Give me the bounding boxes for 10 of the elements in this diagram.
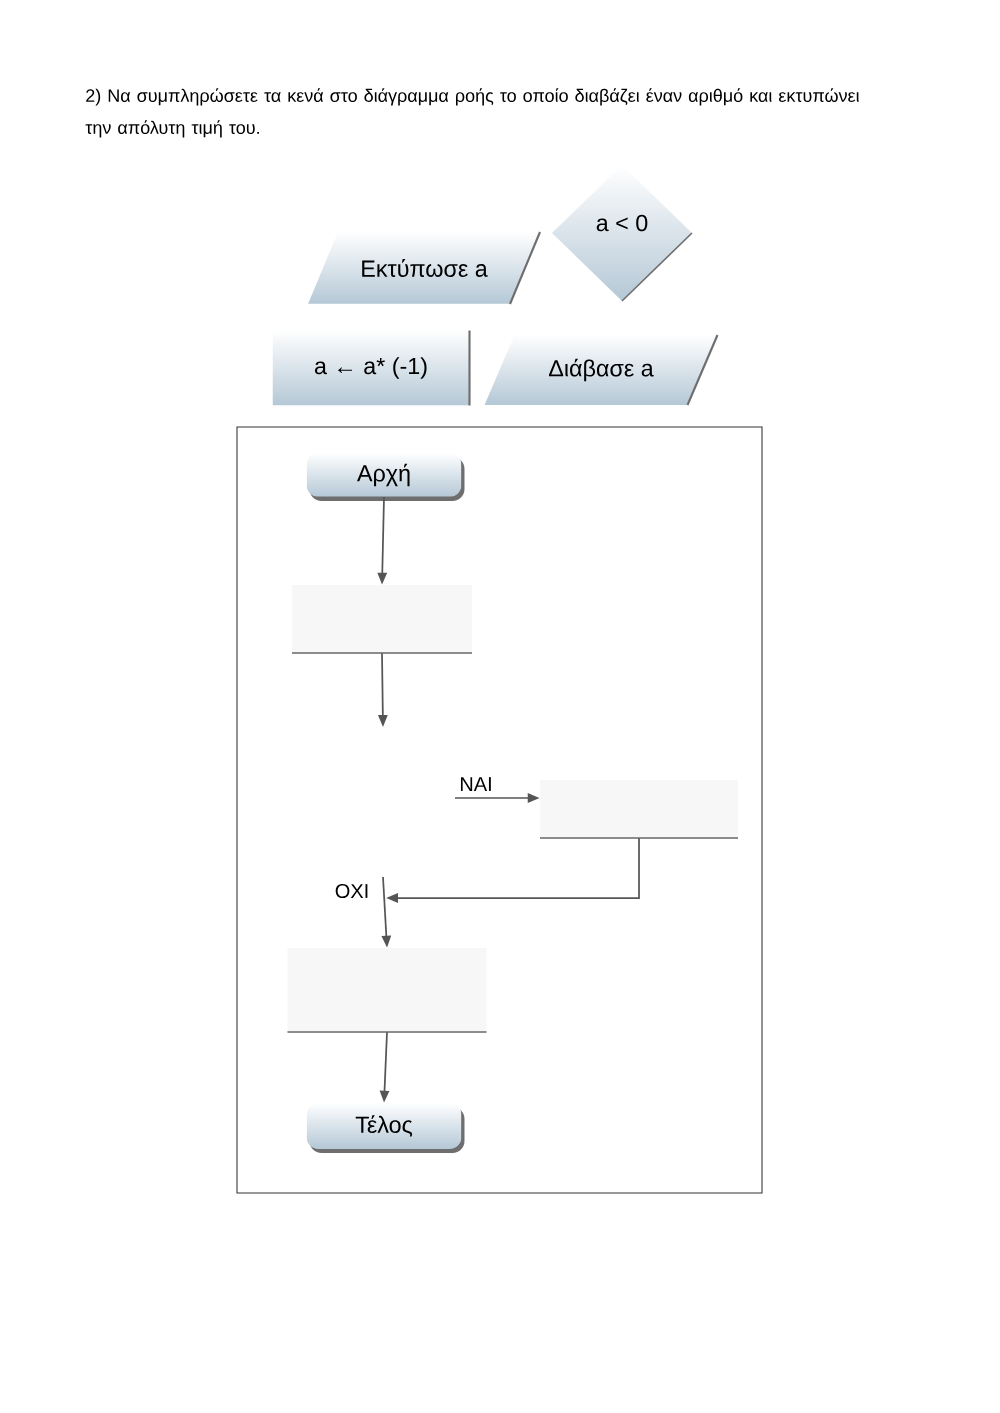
blank-slot	[292, 585, 472, 655]
terminal-box: Αρχή	[306, 453, 465, 501]
blank-slot	[540, 780, 738, 840]
instruction-text: 2) Να συμπληρώσετε τα κενά στο διάγραμμα ροής το οποίο διαβάζει έναν αριθμό και εκτυπώνει την απόλυτη τιμή του.	[85, 88, 860, 138]
blank-slot	[287, 948, 487, 1034]
edge-label: OXI	[335, 883, 368, 899]
frame-box	[236, 426, 763, 1194]
edge-label: NAI	[460, 777, 491, 791]
process-box: a ← a* (-1)	[314, 330, 471, 406]
terminal-box: Τέλος	[306, 1103, 465, 1153]
